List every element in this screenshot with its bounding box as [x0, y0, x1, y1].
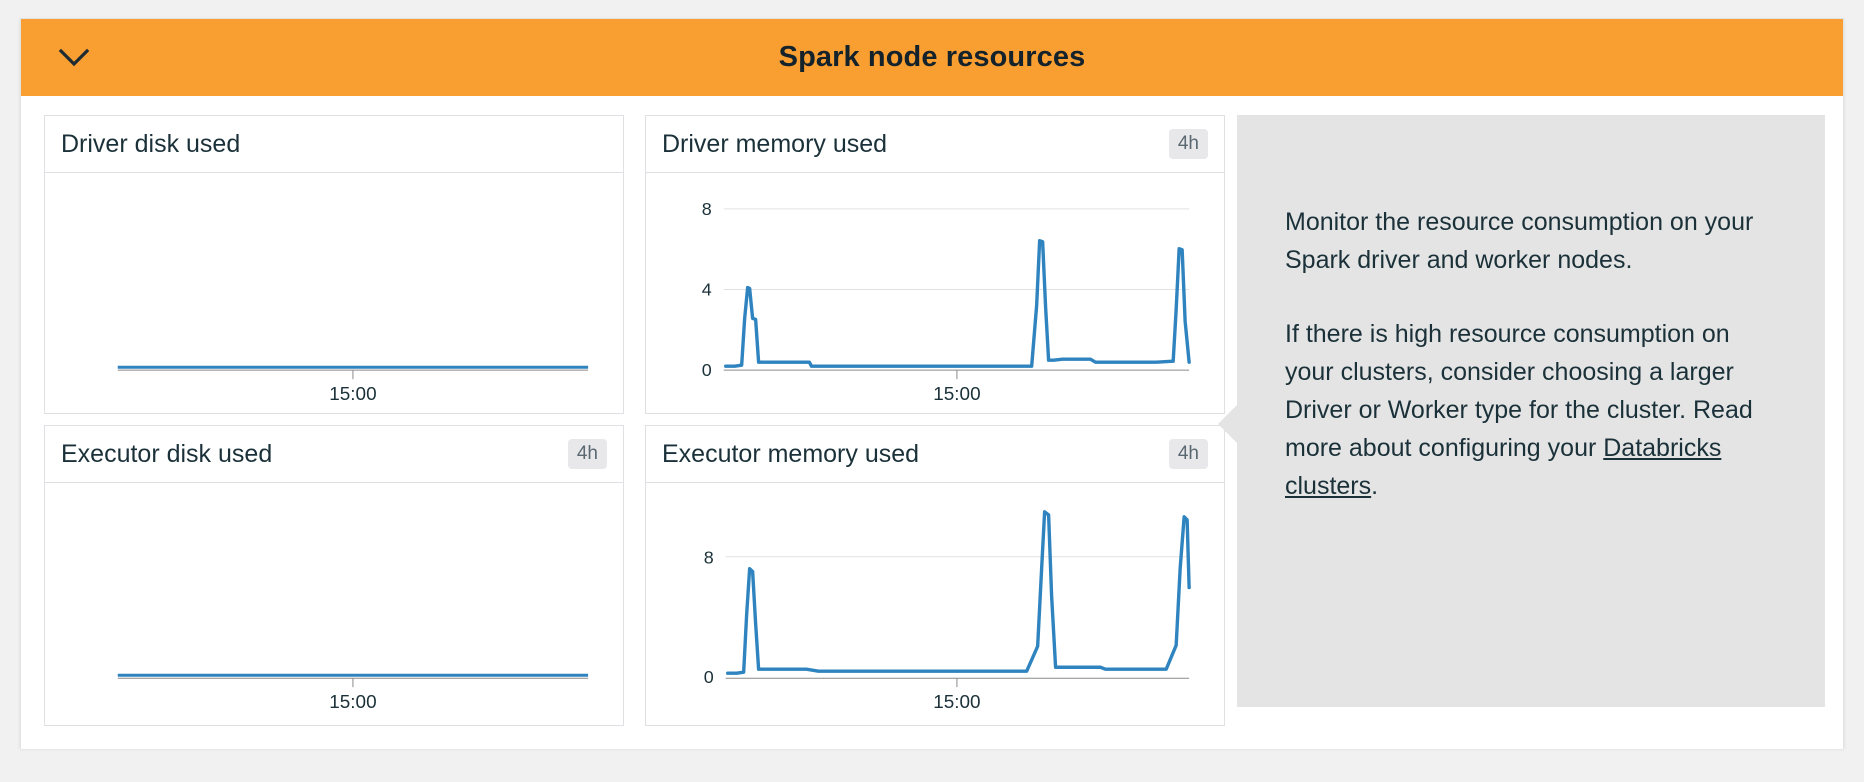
x-axis: 15:00	[117, 677, 589, 713]
chart-card-executor-memory[interactable]: Executor memory used 4h 8 0	[645, 425, 1225, 726]
x-tick-label: 15:00	[933, 384, 980, 405]
y-tick-label: 8	[702, 199, 712, 219]
range-badge[interactable]: 4h	[567, 439, 607, 469]
chart-title: Driver memory used	[662, 131, 888, 157]
chart-card-executor-disk[interactable]: Executor disk used 4h 15:00	[44, 425, 624, 726]
info-paragraph-1: Monitor the resource consumption on your…	[1285, 208, 1754, 274]
plot-series	[728, 512, 1189, 673]
series-line	[728, 512, 1189, 673]
chart-svg: 8 4 0 15:00	[702, 199, 1224, 405]
chart-header: Driver disk used	[45, 116, 623, 173]
chart-svg: 15:00	[117, 483, 589, 713]
databricks-clusters-link[interactable]: Databricks clusters	[1285, 434, 1722, 500]
chart-title: Driver disk used	[61, 131, 241, 157]
info-paragraph-2: If there is high resource consumption on…	[1285, 315, 1765, 505]
chart-header: Executor disk used 4h	[45, 426, 623, 483]
chart-card-driver-disk[interactable]: Driver disk used 15:00	[44, 115, 624, 414]
grid-lines	[723, 208, 1190, 291]
range-badge[interactable]: 4h	[1168, 129, 1208, 159]
y-axis-ticks: 8 0	[704, 548, 714, 687]
chart-title: Executor memory used	[662, 441, 920, 467]
chart-plot-executor-memory[interactable]: 8 0 15:00	[646, 483, 1224, 725]
chart-plot-executor-disk[interactable]: 15:00	[45, 483, 623, 725]
info-panel-notch	[1218, 405, 1237, 443]
info-panel: Monitor the resource consumption on your…	[1218, 115, 1825, 707]
y-tick-label: 4	[702, 279, 712, 299]
chart-title: Executor disk used	[61, 441, 273, 467]
chart-header: Executor memory used 4h	[646, 426, 1224, 483]
x-tick-label: 15:00	[933, 692, 980, 713]
chart-card-driver-memory[interactable]: Driver memory used 4h 8 4	[645, 115, 1225, 414]
page-title: Spark node resources	[778, 41, 1086, 73]
x-tick-label: 15:00	[329, 692, 376, 713]
charts-grid: Driver disk used 15:00	[44, 115, 1225, 727]
chevron-down-icon[interactable]	[51, 38, 97, 78]
info-panel-text: Monitor the resource consumption on your…	[1285, 203, 1765, 505]
x-axis: 15:00	[725, 677, 1190, 713]
y-axis-ticks: 8 4 0	[702, 199, 712, 380]
chart-header: Driver memory used 4h	[646, 116, 1224, 173]
chevron-down-glyph	[58, 48, 90, 66]
x-tick-label: 15:00	[329, 384, 376, 405]
chart-svg: 8 0 15:00	[704, 483, 1224, 713]
y-tick-label: 8	[704, 548, 714, 568]
spark-node-resources-card: Spark node resources Driver disk used	[20, 18, 1844, 749]
y-tick-label: 0	[702, 360, 712, 380]
panel-header: Spark node resources	[21, 19, 1843, 96]
info-paragraph-2-end: .	[1371, 472, 1379, 500]
range-badge[interactable]: 4h	[1168, 439, 1208, 469]
info-paragraph-2-text: If there is high resource consumption on…	[1285, 320, 1753, 462]
plot-series	[726, 241, 1189, 366]
chart-plot-driver-disk[interactable]: 15:00	[45, 173, 623, 413]
chart-svg: 15:00	[117, 173, 589, 405]
x-axis: 15:00	[723, 369, 1190, 405]
y-tick-label: 0	[704, 667, 714, 687]
panel-body: Driver disk used 15:00	[21, 96, 1843, 749]
series-line	[726, 241, 1189, 366]
chart-plot-driver-memory[interactable]: 8 4 0 15:00	[646, 173, 1224, 413]
x-axis: 15:00	[117, 369, 589, 405]
